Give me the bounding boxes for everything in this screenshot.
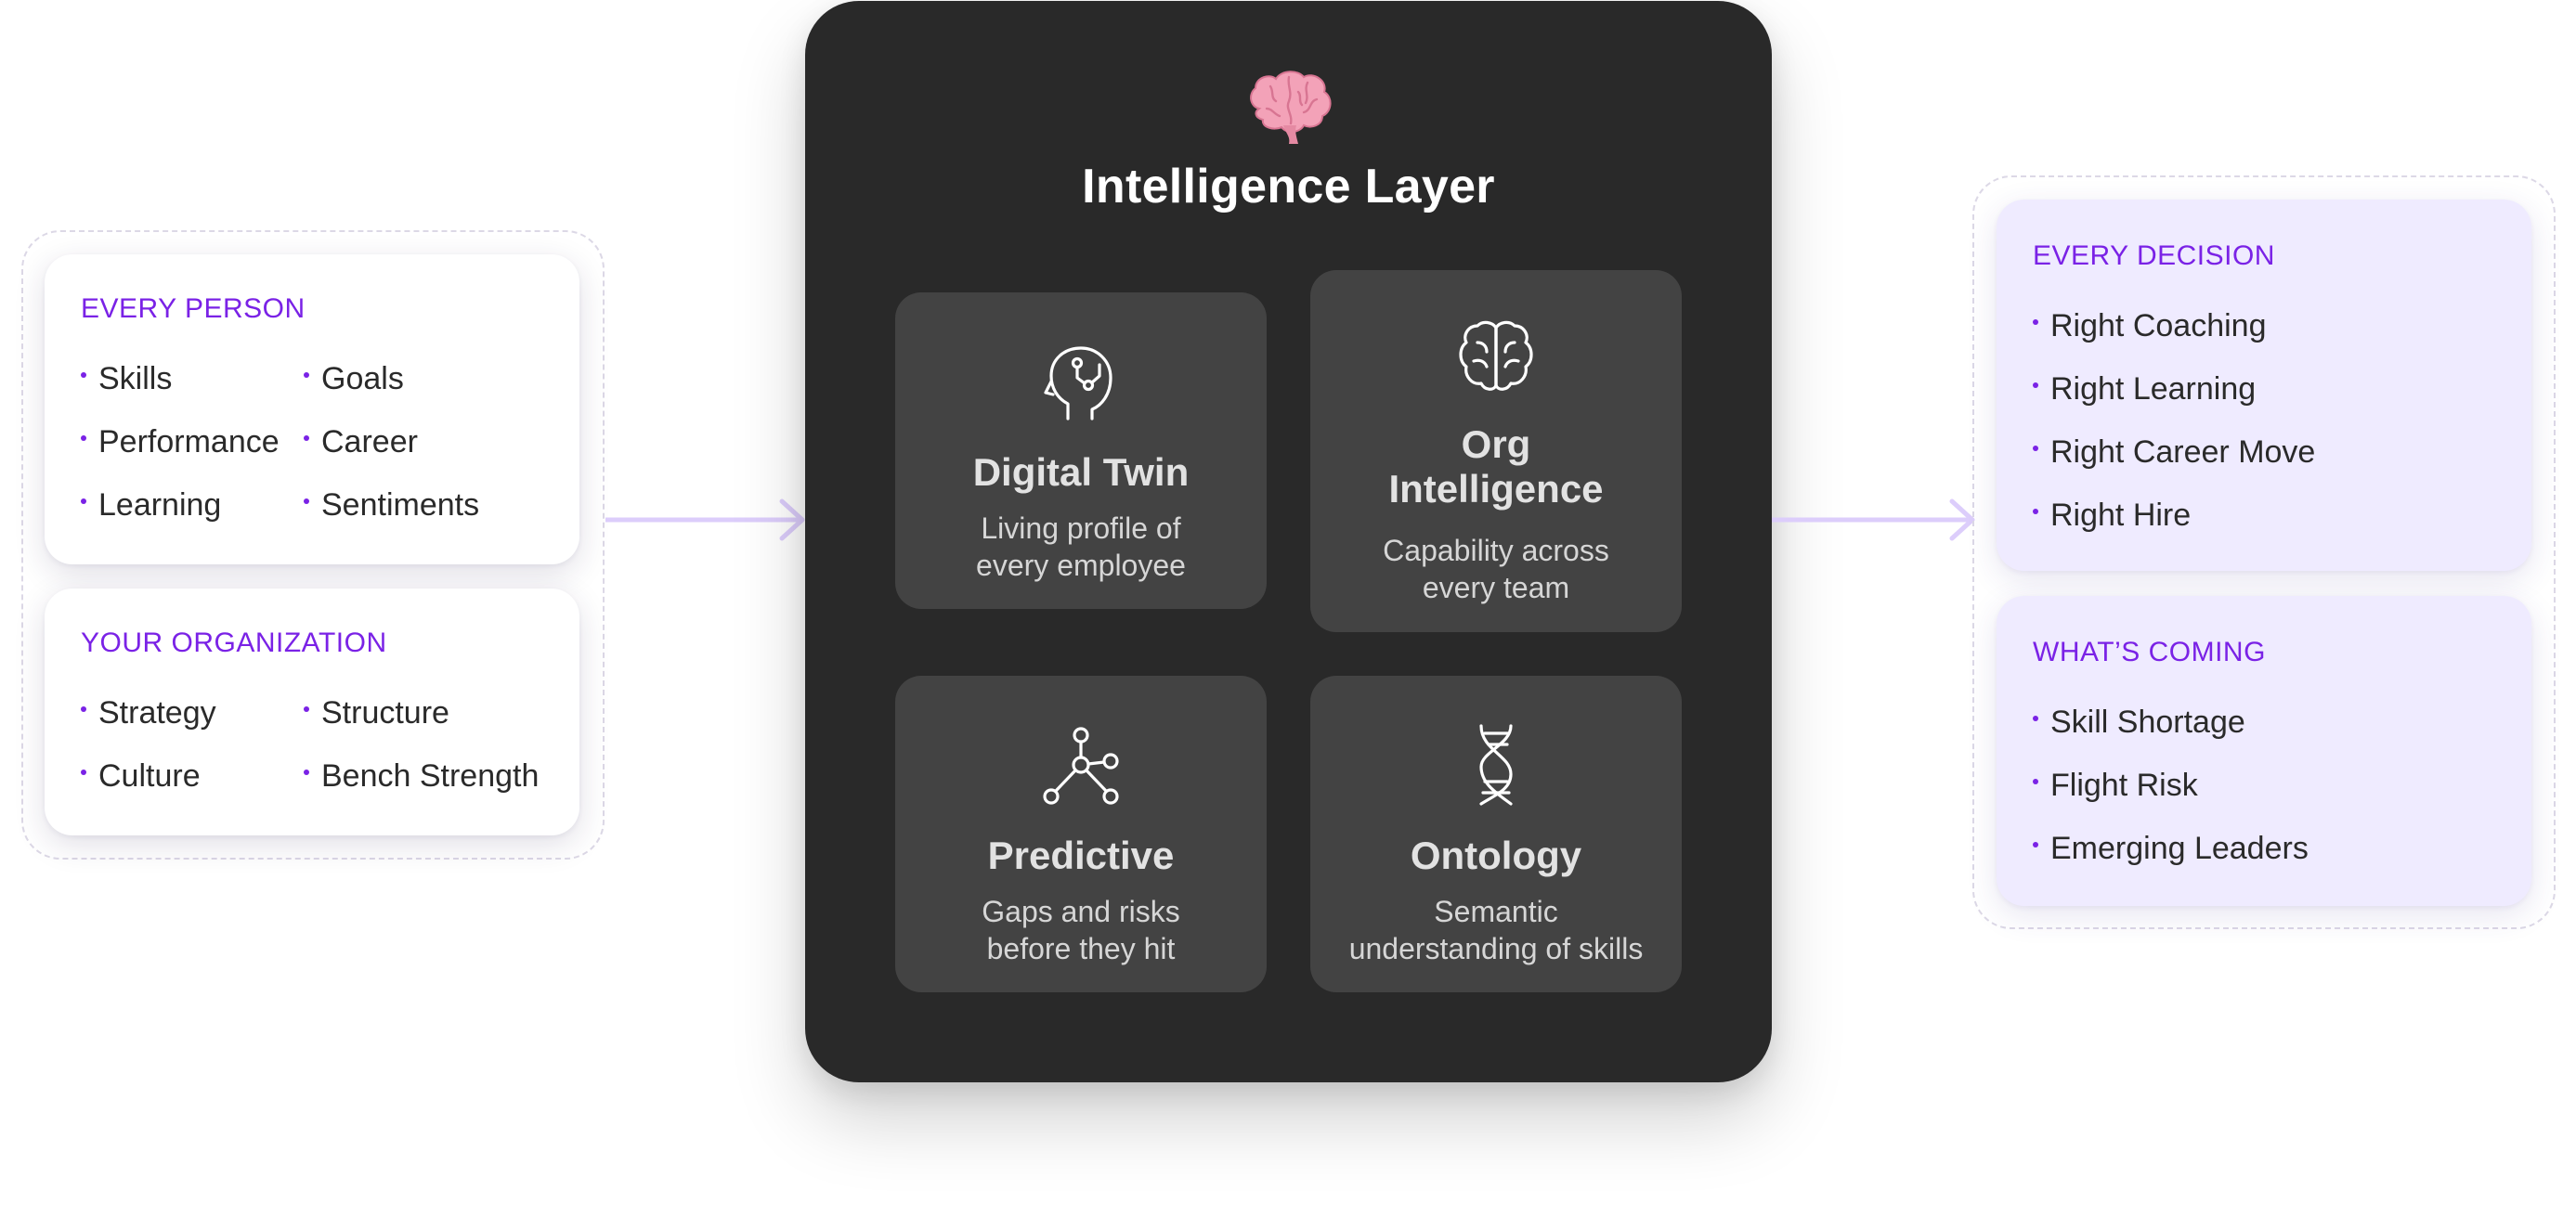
outputs-group bbox=[1972, 175, 2556, 929]
arrow-right-icon bbox=[1772, 498, 1975, 541]
bullet-icon bbox=[2033, 319, 2038, 325]
your-organization-title: YOUR ORGANIZATION bbox=[81, 627, 387, 658]
every-decision-title: EVERY DECISION bbox=[2033, 240, 2275, 271]
tile-digital-twin: Digital Twin Living profile of every emp… bbox=[895, 292, 1267, 609]
bullet-icon bbox=[2033, 842, 2038, 847]
tile-description: Living profile of bbox=[981, 511, 1181, 545]
tile-ontology: Ontology Semantic understanding of skill… bbox=[1310, 676, 1682, 992]
whats-coming-card: WHAT’S COMING Skill Shortage Flight Risk… bbox=[1997, 596, 2531, 906]
bullet-icon bbox=[2033, 382, 2038, 388]
tile-description: every employee bbox=[976, 549, 1186, 582]
tile-name: Digital Twin bbox=[972, 450, 1190, 494]
bullet-icon bbox=[304, 770, 309, 775]
every-person-title: EVERY PERSON bbox=[81, 293, 306, 324]
tile-name: Predictive bbox=[987, 834, 1175, 877]
tile-name: Ontology bbox=[1410, 834, 1582, 877]
tile-name: Intelligence bbox=[1388, 467, 1604, 511]
bullet-icon bbox=[81, 706, 86, 712]
tile-org-intelligence: Org Intelligence Capability across every… bbox=[1310, 270, 1682, 632]
bullet-icon bbox=[304, 435, 309, 441]
head-circuit-icon bbox=[1044, 346, 1112, 420]
tile-description: before they hit bbox=[986, 932, 1176, 965]
tile-description: Semantic bbox=[1434, 895, 1558, 928]
arrow-right-icon bbox=[605, 498, 805, 541]
every-person-card: EVERY PERSON Skills Goals Performance Ca… bbox=[45, 254, 579, 564]
bullet-icon bbox=[2033, 779, 2038, 784]
bullet-icon bbox=[81, 435, 86, 441]
bullet-icon bbox=[81, 498, 86, 504]
tile-description: understanding of skills bbox=[1348, 932, 1644, 965]
brain-emoji bbox=[1250, 71, 1332, 144]
bullet-icon bbox=[304, 706, 309, 712]
every-decision-card: EVERY DECISION Right Coaching Right Lear… bbox=[1997, 200, 2531, 571]
bullet-icon bbox=[81, 372, 86, 378]
bullet-icon bbox=[304, 372, 309, 378]
bullet-icon bbox=[2033, 716, 2038, 721]
tile-description: Gaps and risks bbox=[982, 895, 1180, 928]
inputs-group bbox=[21, 230, 605, 860]
bullet-icon bbox=[304, 498, 309, 504]
network-nodes-icon bbox=[1043, 727, 1119, 805]
tile-predictive: Predictive Gaps and risks before they hi… bbox=[895, 676, 1267, 992]
bullet-icon bbox=[81, 770, 86, 775]
panel-title: Intelligence Layer bbox=[1082, 160, 1495, 213]
your-organization-card: YOUR ORGANIZATION Strategy Structure Cul… bbox=[45, 589, 579, 835]
tile-description: every team bbox=[1422, 571, 1570, 604]
bullet-icon bbox=[2033, 509, 2038, 514]
dna-icon bbox=[1479, 724, 1513, 806]
bullet-icon bbox=[2033, 446, 2038, 451]
tile-name: Org bbox=[1461, 422, 1531, 466]
intelligence-layer-panel: Intelligence Layer Digital Twin Living p… bbox=[805, 1, 1772, 1082]
tile-description: Capability across bbox=[1383, 534, 1609, 567]
brain-outline-icon bbox=[1459, 320, 1533, 391]
whats-coming-title: WHAT’S COMING bbox=[2033, 637, 2266, 667]
